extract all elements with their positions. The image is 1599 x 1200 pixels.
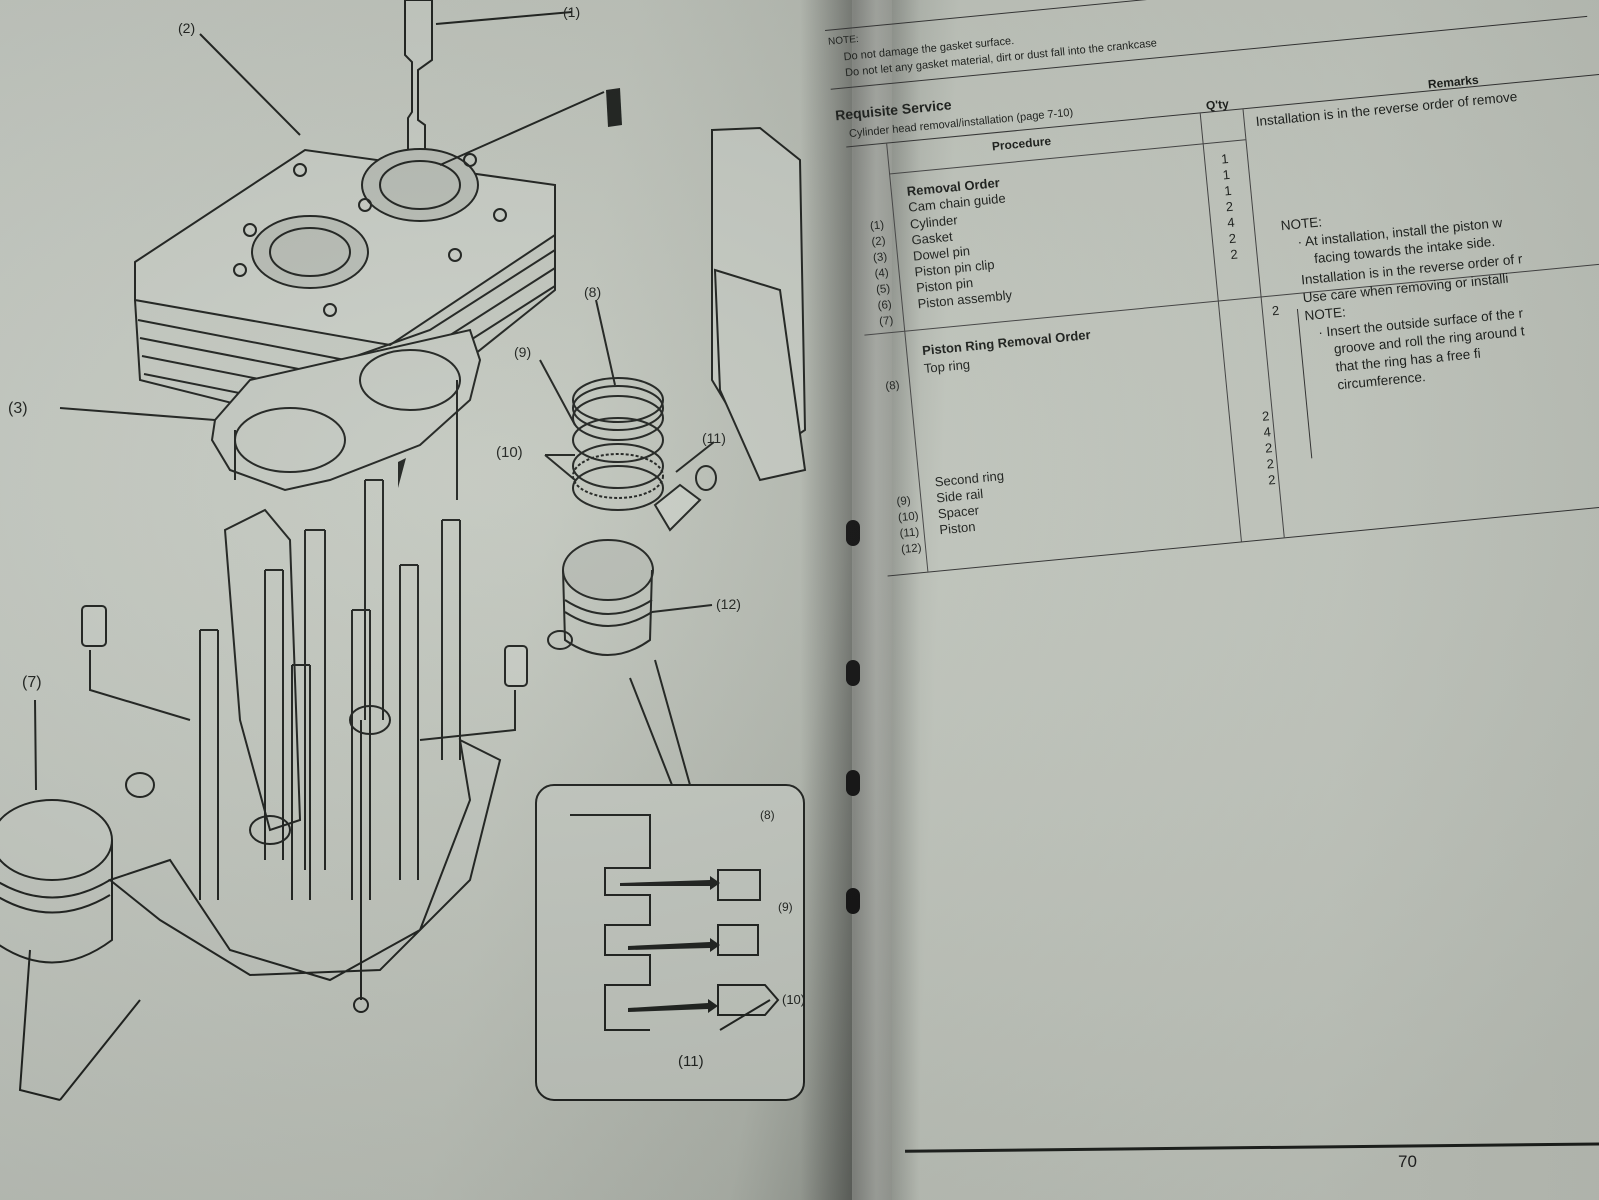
- detail-callout-8: (8): [760, 808, 775, 822]
- row-num: (1): [869, 219, 885, 233]
- ring-removal-title: Piston Ring Removal Order: [921, 326, 1092, 359]
- row-qty: 2: [1228, 230, 1237, 247]
- callout-11: (11): [702, 430, 726, 446]
- row-name: Top ring: [923, 356, 971, 377]
- callout-10: (10): [496, 444, 523, 461]
- row-qty: 1: [1220, 150, 1230, 167]
- binding-gutter: [800, 0, 920, 1200]
- callout-2: (2): [178, 20, 196, 36]
- row-qty: 2: [1265, 456, 1275, 472]
- row-num: (2): [871, 235, 887, 249]
- row-qty: 2: [1264, 440, 1274, 456]
- callout-3: (3): [8, 400, 28, 417]
- header-rule: [889, 139, 1246, 175]
- col-divider: [1242, 109, 1285, 538]
- header-remarks: Remarks: [1427, 72, 1480, 92]
- row-qty: 2: [1225, 198, 1234, 215]
- row-num: (3): [872, 251, 888, 265]
- row-num: (4): [874, 267, 890, 281]
- qty-brace: [1286, 308, 1313, 460]
- binding-ring: [846, 888, 860, 914]
- brace-qty: 2: [1271, 302, 1280, 319]
- row-num: (10): [897, 510, 920, 525]
- row-num: (12): [900, 542, 923, 557]
- detail-callout-10: (10): [782, 992, 806, 1007]
- callout-8: (8): [584, 284, 602, 300]
- service-procedure-page: NOTE: Do not damage the gasket surface. …: [825, 0, 1599, 647]
- procedure-table: Procedure Q'ty Remarks Removal Order (1)…: [846, 72, 1599, 577]
- callout-7: (7): [22, 674, 42, 691]
- row-qty: 2: [1267, 471, 1277, 488]
- remark-note-title: NOTE:: [1303, 304, 1347, 324]
- detail-callout-11: (11): [678, 1053, 704, 1070]
- row-num: (7): [878, 314, 894, 329]
- right-page: [880, 0, 1599, 1200]
- row-num: (6): [877, 298, 893, 313]
- header-qty: Q'ty: [1205, 96, 1230, 113]
- exploded-view-diagram: [0, 0, 807, 1101]
- row-qty: 1: [1223, 182, 1233, 199]
- row-num: (5): [875, 282, 891, 297]
- page-number: 70: [1398, 1152, 1417, 1171]
- row-qty: 2: [1261, 408, 1270, 424]
- row-qty: 4: [1226, 214, 1236, 231]
- detail-callout-9: (9): [778, 900, 793, 914]
- callout-1: (1): [563, 4, 581, 20]
- binding-ring: [846, 660, 860, 686]
- binding-ring: [846, 520, 860, 546]
- row-num: (11): [899, 526, 920, 541]
- row-qty: 1: [1222, 166, 1231, 183]
- row-num: (9): [896, 494, 912, 509]
- row-name: Piston: [938, 518, 977, 538]
- callout-12: (12): [716, 596, 741, 612]
- header-procedure: Procedure: [991, 133, 1052, 154]
- col-divider: [1199, 113, 1242, 542]
- row-qty: 2: [1229, 246, 1239, 263]
- remark-text: Installation is in the reverse order of …: [1255, 88, 1518, 130]
- page-edge: [852, 0, 892, 1200]
- binding-ring: [846, 770, 860, 796]
- note-title: NOTE:: [827, 33, 860, 48]
- row-qty: 4: [1262, 424, 1272, 440]
- remark-note-title: NOTE:: [1280, 214, 1323, 234]
- row-num: (8): [884, 379, 901, 393]
- callout-9: (9): [514, 344, 532, 360]
